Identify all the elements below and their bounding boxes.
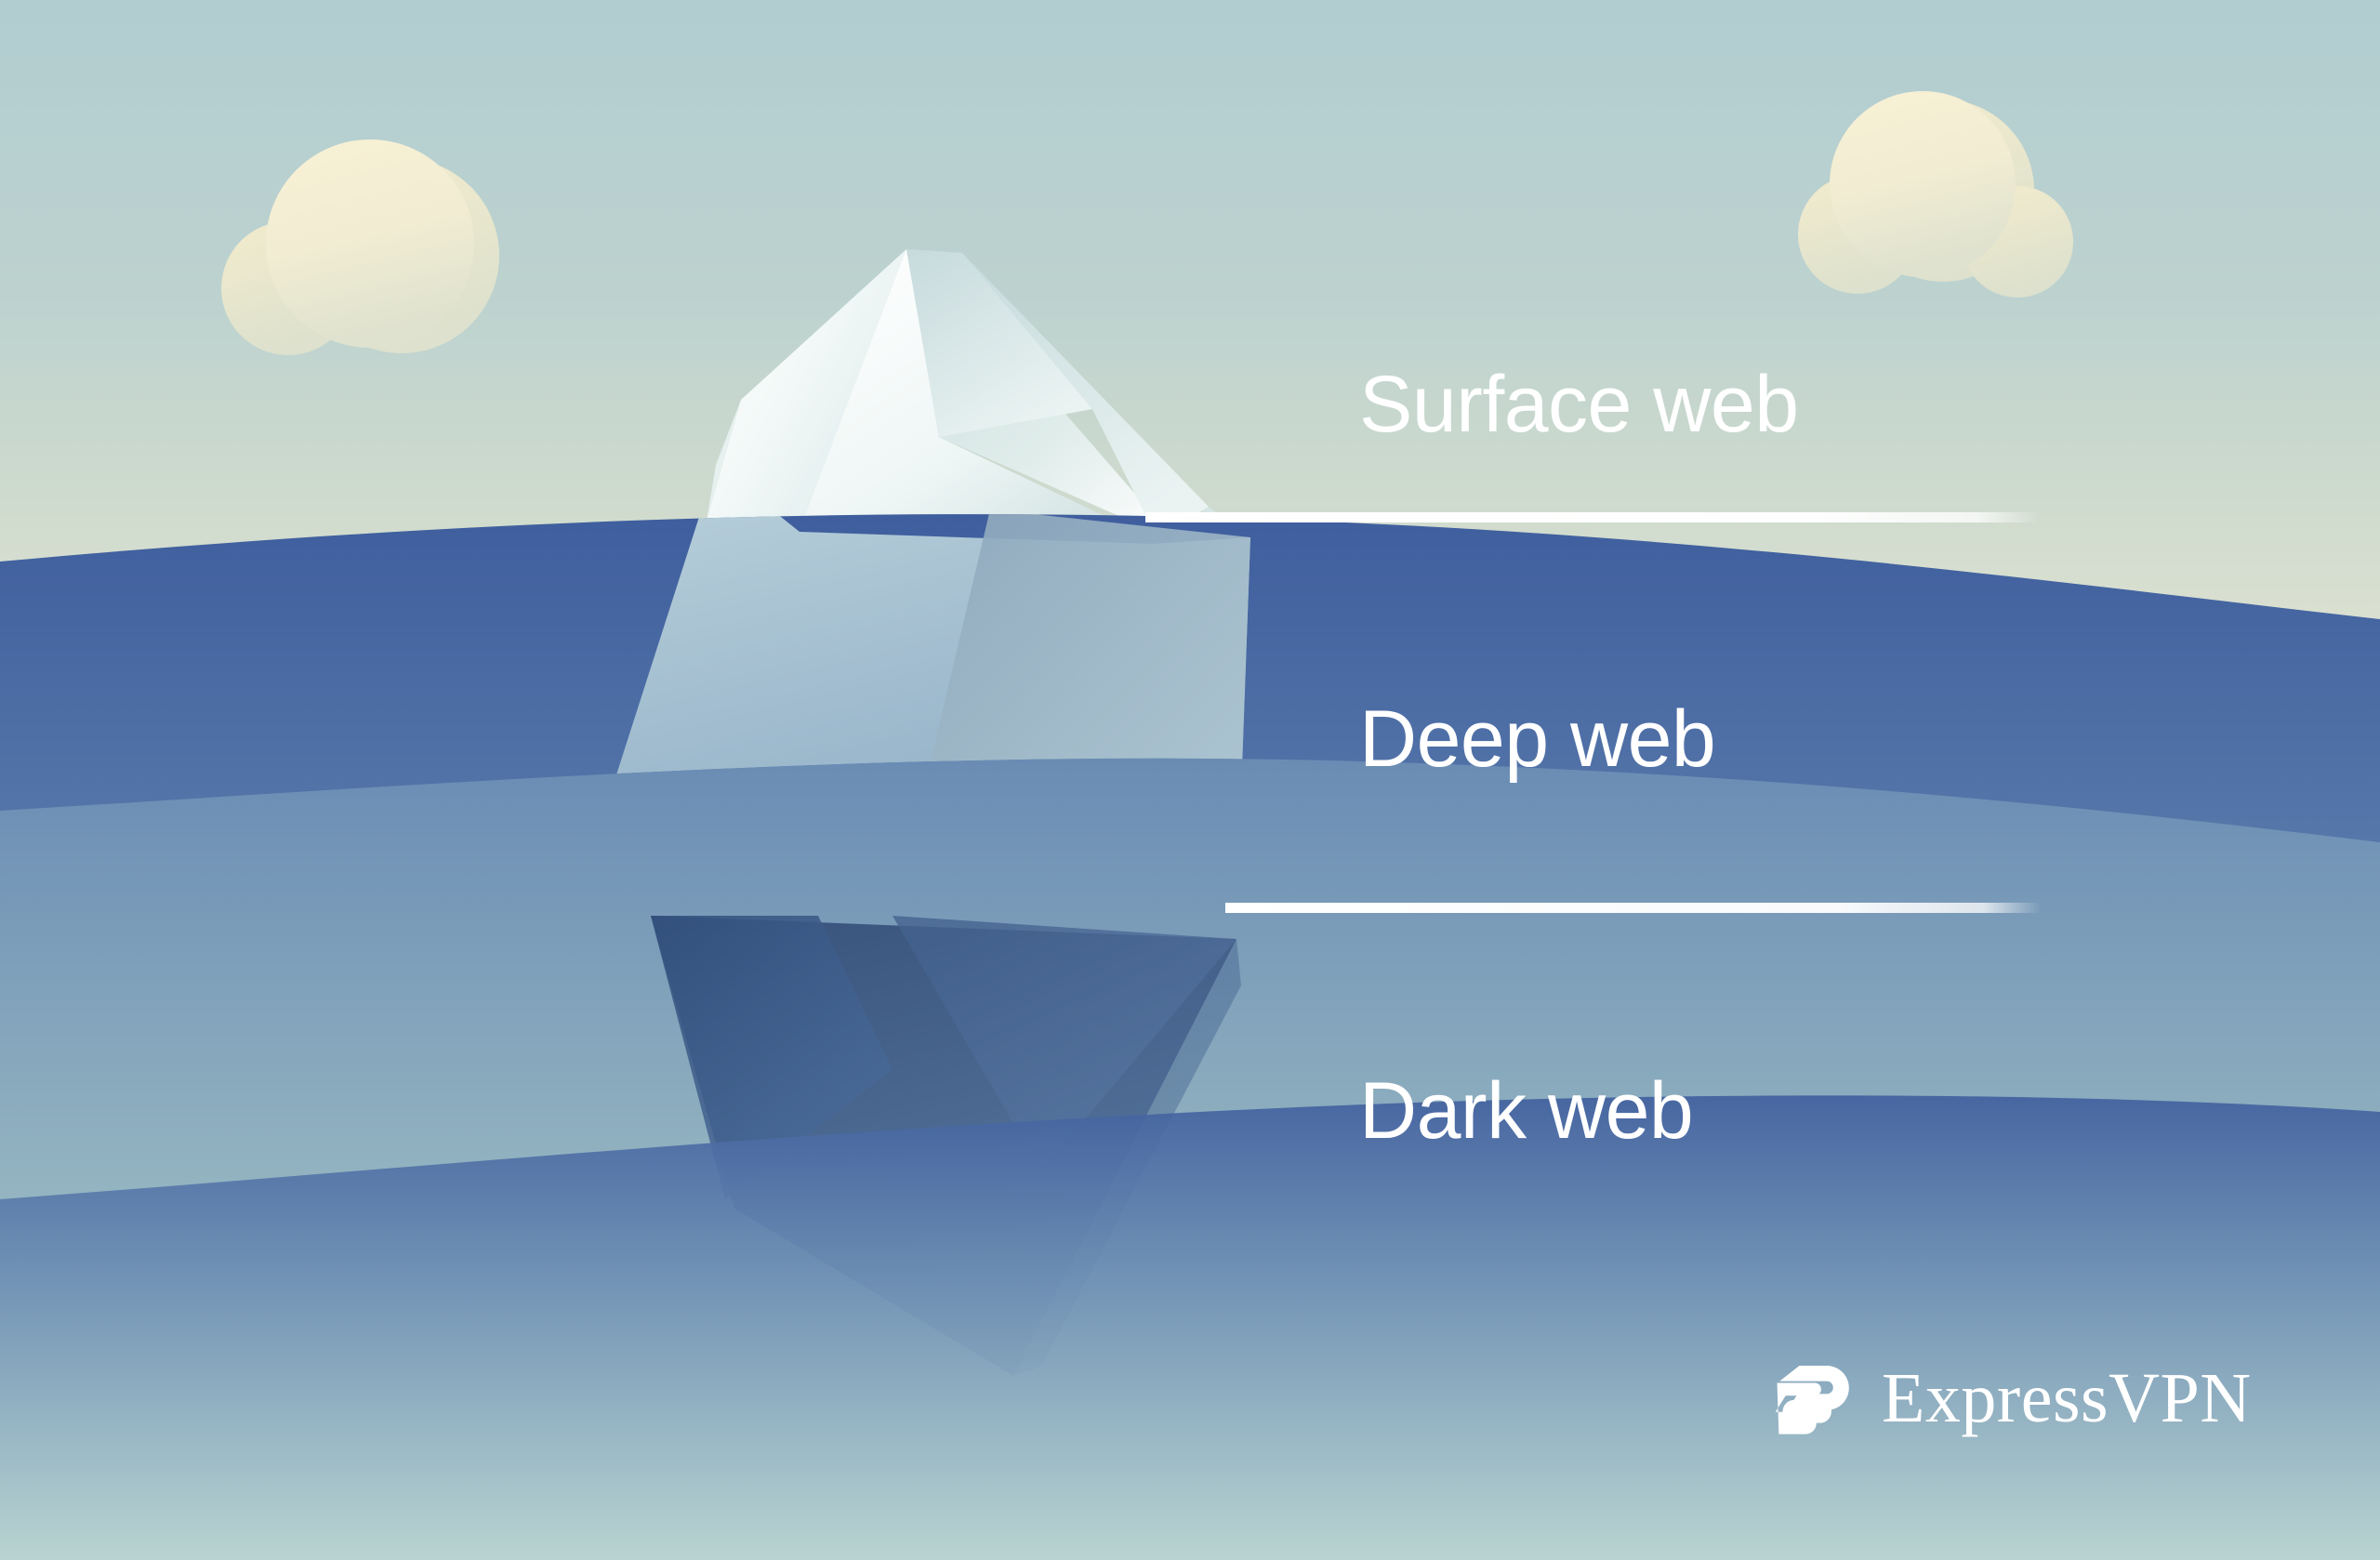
cloud-right-icon xyxy=(1798,91,2073,297)
label-surface-web: Surface web xyxy=(1359,360,1799,449)
expressvpn-logo: ExpressVPN xyxy=(1772,1355,2252,1441)
expressvpn-e-logo-icon xyxy=(1775,1366,1849,1434)
label-dark-web: Dark web xyxy=(1359,1066,1694,1156)
surface-deep-divider xyxy=(1145,512,2041,522)
deep-dark-divider xyxy=(1225,903,2041,913)
cloud-left-icon xyxy=(221,139,499,355)
water-band-foreground xyxy=(0,1095,2380,1560)
expressvpn-wordmark: ExpressVPN xyxy=(1882,1359,2252,1437)
label-deep-web: Deep web xyxy=(1359,694,1716,784)
